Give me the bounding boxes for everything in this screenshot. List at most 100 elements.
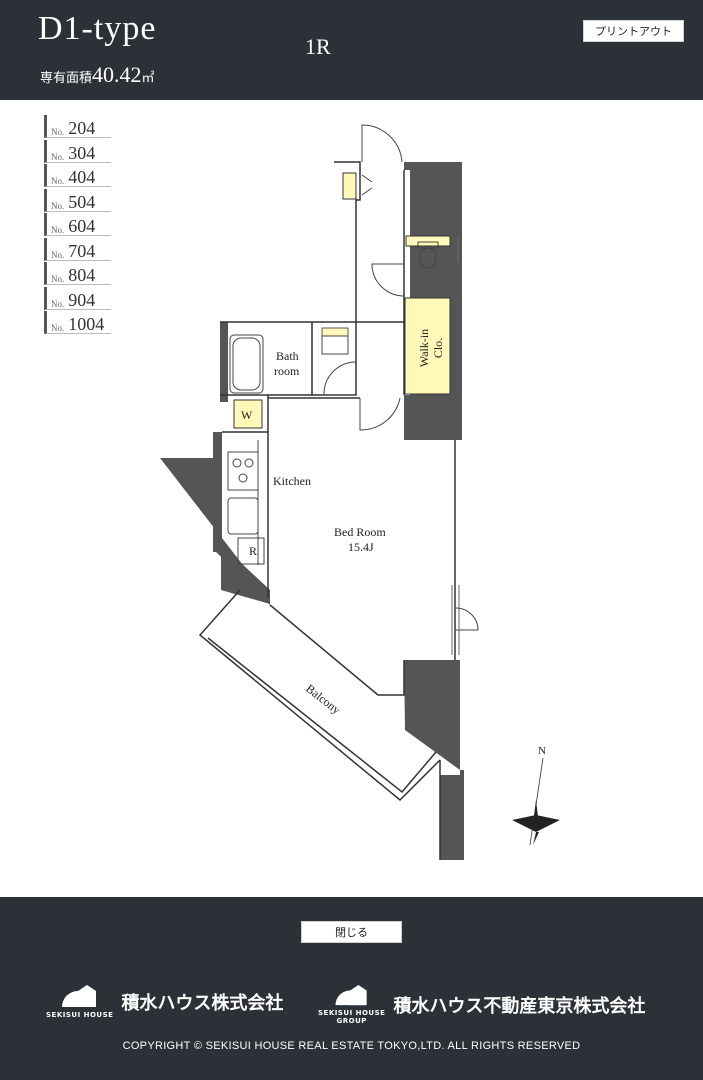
burner-icon: [232, 458, 242, 468]
label-walkin-2: Clo.: [431, 338, 445, 358]
label-washer: W: [241, 408, 253, 422]
area-label: 専有面積40.42㎡: [40, 62, 155, 88]
sekisui-group-logo-icon: [335, 985, 367, 1006]
outline-bath: [220, 321, 357, 396]
unit-number: 704: [68, 240, 96, 261]
label-fridge: R: [249, 544, 257, 558]
structural-walls: [160, 162, 464, 860]
unit-item: No.404: [44, 164, 111, 187]
sekisui-logo-icon: [61, 985, 96, 1007]
unit-item: No.904: [44, 286, 111, 310]
unit-item: No.604: [44, 213, 111, 236]
toilet-shelf-area: [405, 235, 451, 247]
sink-icon: [321, 335, 349, 355]
unit-prefix: No.: [51, 176, 65, 186]
toilet-tank: [417, 241, 439, 249]
unit-item: No.504: [44, 188, 111, 212]
logo2-caption-line2: GROUP: [336, 1017, 367, 1025]
closet-door-swing: [361, 174, 373, 196]
unit-item: No.1004: [44, 311, 111, 334]
print-button[interactable]: プリントアウト: [583, 20, 684, 42]
label-bath-2: room: [274, 364, 300, 378]
bedroom-diag: [269, 604, 379, 696]
window-door-swing: [454, 607, 479, 631]
compass-north-label: N: [538, 745, 546, 757]
doors: [323, 124, 479, 631]
label-bedroom-size: 15.4J: [348, 540, 374, 554]
wall-col-bath: [220, 322, 228, 402]
sekisui-logo-mark: SEKISUI HOUSE: [46, 985, 113, 1019]
unit-number: 204: [68, 118, 96, 138]
washer-area: [233, 399, 263, 429]
unit-number-list: No.204 No.304 No.404 No.504 No.604 No.70…: [44, 115, 111, 336]
wall-left-diag: [160, 432, 270, 605]
wall-outlines: [198, 161, 456, 860]
close-button[interactable]: 閉じる: [301, 921, 402, 943]
layout-type: 1R: [305, 34, 331, 59]
unit-item: No.804: [44, 262, 111, 285]
compass-icon: N: [512, 745, 560, 846]
logo1-name: 積水ハウス株式会社: [121, 993, 284, 1014]
unit-prefix: No.: [51, 225, 65, 235]
bathtub-icon: [229, 334, 264, 394]
unit-number: 804: [68, 265, 96, 285]
burner-icon: [238, 473, 248, 483]
area-value: 40.42: [92, 62, 142, 87]
unit-prefix: No.: [51, 200, 65, 211]
bedroom-door-swing: [359, 397, 401, 431]
logo2-name: 積水ハウス不動産東京株式会社: [393, 996, 646, 1017]
entry-shelf-area: [342, 172, 357, 200]
unit-number: 504: [68, 191, 96, 212]
area-unit: ㎡: [141, 71, 155, 86]
unit-number: 404: [68, 167, 96, 187]
unit-number: 604: [68, 216, 96, 236]
unit-item: No.204: [44, 115, 111, 138]
unit-item: No.704: [44, 237, 111, 261]
unit-prefix: No.: [51, 323, 65, 333]
burner-icon: [244, 458, 254, 468]
unit-number: 1004: [68, 314, 105, 334]
sink-shelf-area: [321, 327, 349, 337]
toilet-door-swing: [371, 263, 405, 297]
fridge-icon: [237, 537, 265, 565]
unit-prefix: No.: [51, 249, 65, 260]
windows: [451, 236, 460, 655]
wall-bottom-right: [404, 660, 464, 860]
unit-prefix: No.: [51, 151, 65, 162]
kitchen-sink-icon: [227, 497, 259, 535]
copyright: COPYRIGHT © SEKISUI HOUSE REAL ESTATE TO…: [122, 1040, 581, 1052]
unit-number: 904: [68, 289, 96, 310]
logo1-caption: SEKISUI HOUSE: [46, 1011, 114, 1019]
unit-number: 304: [68, 142, 96, 163]
unit-item: No.304: [44, 139, 111, 163]
unit-prefix: No.: [51, 298, 65, 309]
type-name: D1-type: [38, 10, 157, 47]
highlight-areas: [233, 172, 451, 429]
bathtub-inner: [232, 337, 261, 391]
floor-plan: Bath room Walk-in Clo. W Kitchen R Bed R…: [160, 124, 560, 860]
logo-sekisui-house: SEKISUI HOUSE 積水ハウス株式会社: [46, 985, 283, 1019]
walkin-closet-area: [404, 297, 451, 395]
header: D1-type 専有面積40.42㎡ 1R プリントアウト: [0, 0, 703, 100]
entry-door-swing: [361, 124, 403, 163]
unit-prefix: No.: [51, 274, 65, 284]
bath-door-swing: [323, 361, 357, 396]
outline-entry: [334, 161, 404, 323]
outline-ledge: [378, 660, 405, 696]
label-bath: Bath: [276, 349, 299, 363]
label-balcony: Balcony: [303, 681, 343, 717]
label-walkin: Walk-in: [417, 329, 431, 367]
wall-left-triangle: [160, 458, 270, 604]
logo2-caption-line1: SEKISUI HOUSE: [318, 1009, 386, 1017]
stove-icon: [227, 451, 259, 491]
unit-prefix: No.: [51, 127, 65, 137]
label-kitchen: Kitchen: [273, 474, 311, 488]
area-label-text: 専有面積: [40, 71, 93, 86]
outline-balcony: [198, 589, 441, 802]
footer: 閉じる SEKISUI HOUSE 積水ハウス株式会社 SEKISUI HOUS…: [0, 897, 703, 1080]
label-bedroom: Bed Room: [334, 525, 386, 539]
outline-balcony-inner: [207, 637, 437, 794]
wall-corner-chunk: [404, 660, 460, 770]
fixtures: [227, 241, 439, 565]
